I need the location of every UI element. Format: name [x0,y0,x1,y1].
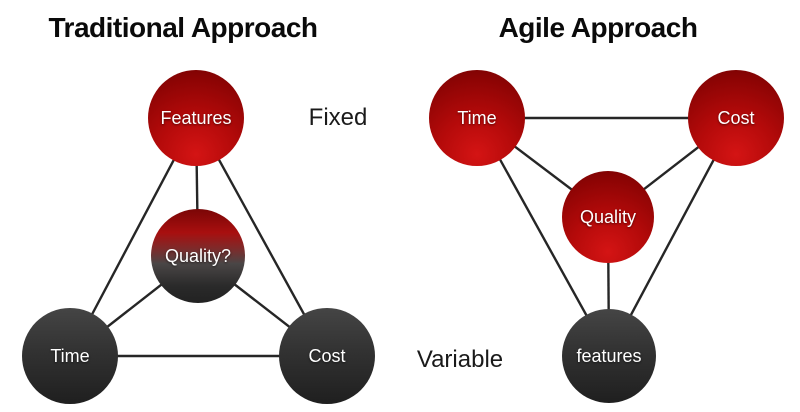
agile-node-quality: Quality [562,171,654,263]
agile-approach-title: Agile Approach [498,12,698,43]
traditional-node-time: Time [22,308,118,404]
agile-node-time: Time [429,70,525,166]
agile-node-time-label: Time [457,107,497,128]
traditional-approach-title: Traditional Approach [48,12,319,43]
traditional-node-features-label: Features [160,107,232,128]
traditional-node-features: Features [148,70,244,166]
agile-node-quality-label: Quality [579,206,637,227]
fixed-label: Fixed [308,104,368,131]
traditional-node-time-label: Time [50,345,90,366]
agile-node-cost: Cost [688,70,784,166]
traditional-node-cost-label: Cost [308,345,346,366]
traditional-node-cost: Cost [279,308,375,404]
traditional-node-quality-label: Quality? [164,245,232,266]
agile-node-features-label: features [576,345,642,366]
agile-node-features: features [562,309,656,403]
traditional-node-quality: Quality? [151,209,245,303]
agile-node-cost-label: Cost [717,107,755,128]
variable-label: Variable [416,346,504,373]
